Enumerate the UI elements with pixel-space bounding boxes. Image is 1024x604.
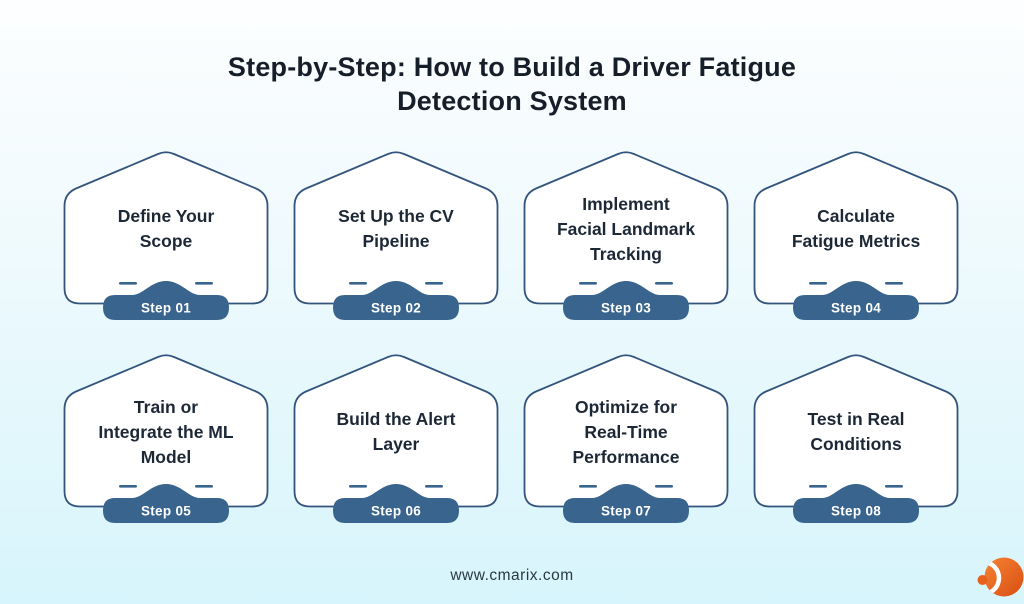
right-dash-icon — [885, 282, 903, 285]
step-title: Train or Integrate the ML Model — [98, 396, 234, 467]
step-title: Implement Facial Landmark Tracking — [556, 193, 696, 264]
right-dash-icon — [885, 485, 903, 488]
card-shape-icon: Step 07 — [523, 354, 729, 523]
step-badge-shape — [793, 484, 919, 523]
step-title: Test in Real Conditions — [807, 409, 905, 454]
step-card-02: Step 02 Set Up the CV Pipeline — [293, 150, 499, 322]
step-title: Calculate Fatigue Metrics — [791, 206, 921, 251]
card-shape-icon: Step 03 — [523, 151, 729, 320]
step-card-01: Step 01 Define Your Scope — [63, 150, 269, 322]
step-card-07: Step 07 Optimize for Real-Time Performan… — [523, 353, 729, 525]
website-text: www.cmarix.com — [450, 567, 574, 584]
step-card-04: Step 04 Calculate Fatigue Metrics — [753, 150, 959, 322]
step-card-03: Step 03 Implement Facial Landmark Tracki… — [523, 150, 729, 322]
card-shape-icon: Step 08 — [753, 354, 959, 523]
page-title: Step-by-Step: How to Build a Driver Fati… — [227, 52, 797, 116]
step-badge: Step 02 — [371, 301, 421, 316]
step-badge: Step 03 — [601, 301, 651, 316]
right-dash-icon — [195, 485, 213, 488]
left-dash-icon — [119, 485, 137, 488]
left-dash-icon — [809, 485, 827, 488]
cmarix-logo-icon — [977, 557, 1024, 597]
left-dash-icon — [809, 282, 827, 285]
step-badge: Step 08 — [831, 504, 881, 519]
card-shape-icon: Step 06 — [293, 354, 499, 523]
right-dash-icon — [425, 282, 443, 285]
right-dash-icon — [425, 485, 443, 488]
left-dash-icon — [579, 485, 597, 488]
step-card-06: Step 06 Build the Alert Layer — [293, 353, 499, 525]
step-badge: Step 05 — [141, 504, 191, 519]
left-dash-icon — [349, 282, 367, 285]
left-dash-icon — [349, 485, 367, 488]
step-badge-shape — [333, 281, 459, 320]
card-shape-icon: Step 05 — [63, 354, 269, 523]
step-badge: Step 07 — [601, 504, 651, 519]
card-shape-icon: Step 02 — [293, 151, 499, 320]
step-badge-shape — [103, 281, 229, 320]
card-shape-icon: Step 01 — [63, 151, 269, 320]
step-title: Build the Alert Layer — [336, 409, 456, 454]
left-dash-icon — [579, 282, 597, 285]
step-title: Set Up the CV Pipeline — [338, 206, 454, 251]
step-title: Optimize for Real-Time Performance — [572, 396, 680, 467]
step-badge-shape — [563, 281, 689, 320]
right-dash-icon — [655, 282, 673, 285]
step-badge-shape — [563, 484, 689, 523]
left-dash-icon — [119, 282, 137, 285]
step-badge: Step 01 — [141, 301, 191, 316]
step-card-08: Step 08 Test in Real Conditions — [753, 353, 959, 525]
step-title: Define Your Scope — [117, 206, 215, 251]
step-badge-shape — [333, 484, 459, 523]
right-dash-icon — [655, 485, 673, 488]
right-dash-icon — [195, 282, 213, 285]
step-card-05: Step 05 Train or Integrate the ML Model — [63, 353, 269, 525]
step-badge: Step 04 — [831, 301, 881, 316]
step-badge: Step 06 — [371, 504, 421, 519]
card-shape-icon: Step 04 — [753, 151, 959, 320]
steps-grid: Step 01 Define Your Scope Step 02 Set Up… — [63, 150, 959, 525]
step-badge-shape — [793, 281, 919, 320]
step-badge-shape — [103, 484, 229, 523]
